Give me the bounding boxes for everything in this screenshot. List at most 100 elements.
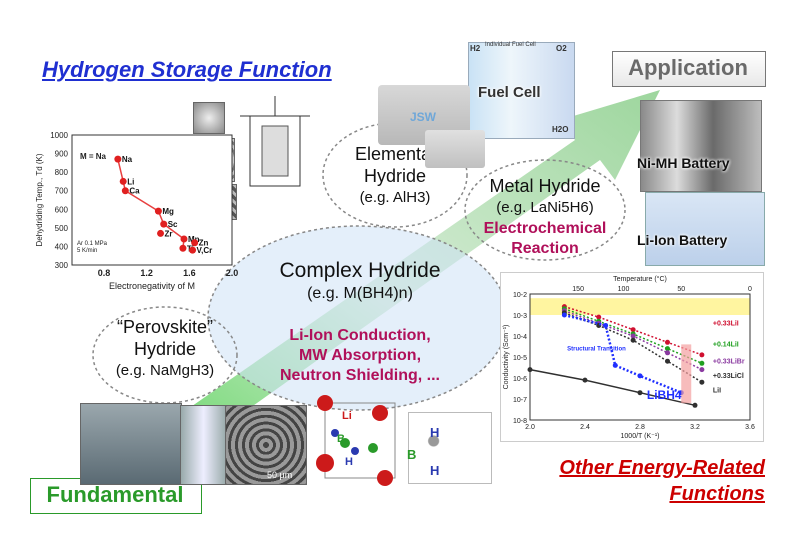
point-label: Li <box>127 177 134 186</box>
unit-cell <box>324 402 396 479</box>
scale-bar-label: 50 μm <box>267 470 293 480</box>
perovskite-eg: (e.g. NaMgH3) <box>115 362 215 379</box>
elemental-ellipse <box>322 122 468 228</box>
y-tick-label: 300 <box>55 261 69 270</box>
series-point <box>637 373 643 379</box>
perovskite-ellipse <box>92 306 238 404</box>
x-tick-label: 1.2 <box>140 268 153 278</box>
y-tick-label: 10-3 <box>513 313 527 320</box>
annotation-transition: Structural Transition <box>567 347 626 353</box>
y-tick-label: 600 <box>55 205 69 214</box>
series-point <box>630 337 636 343</box>
series-point <box>561 312 567 318</box>
point-label: Ca <box>129 187 140 196</box>
h2o-label: H2O <box>552 125 569 134</box>
complex-note-2: MW Absorption, <box>298 347 422 364</box>
legend-entry: LiI <box>713 388 721 395</box>
x-axis-label: 1000/T (K⁻¹) <box>621 433 660 440</box>
series-point <box>603 323 609 328</box>
data-point-v-cr <box>189 246 197 254</box>
series-point <box>612 362 618 368</box>
y-tick-label: 400 <box>55 242 69 251</box>
li-atom-1 <box>317 395 333 411</box>
data-point-zr <box>157 229 165 237</box>
apparatus-schematic <box>240 96 310 187</box>
series-point <box>665 358 670 364</box>
y-tick-label: 10-7 <box>513 397 527 404</box>
data-point-li <box>119 177 127 185</box>
other-energy-line2: Functions <box>669 483 765 505</box>
point-label: Sc <box>168 220 178 229</box>
point-label: Mg <box>162 207 174 216</box>
apparatus-core <box>261 125 289 177</box>
metal-line1: Metal Hydride <box>489 176 601 196</box>
ar-annotation: Ar 0.1 MPa <box>77 241 108 247</box>
x-tick-label: 1.6 <box>183 268 196 278</box>
b-atom-2 <box>368 443 378 453</box>
y-tick-label: 10-8 <box>513 418 527 425</box>
series-point <box>692 402 698 408</box>
data-point-zn <box>191 239 199 247</box>
application-box <box>612 51 766 87</box>
point-label: Zr <box>165 229 173 238</box>
elemental-eg: (e.g. AlH3) <box>359 189 431 206</box>
series-point <box>699 367 705 373</box>
other-energy-title: Other Energy-Related Functions <box>500 455 765 507</box>
series-point <box>637 390 643 396</box>
jsw-label: JSW <box>410 110 437 124</box>
x-tick-label: 2.0 <box>525 424 535 431</box>
crystal-li-label: Li <box>342 410 352 422</box>
fundamental-title: Fundamental <box>46 482 184 507</box>
point-label: Zn <box>199 239 209 248</box>
x-tick-label: 3.6 <box>745 424 755 431</box>
density-map <box>408 412 492 484</box>
perovskite-line1: “Perovskite” <box>116 317 214 337</box>
fuel-cell-image <box>468 42 575 139</box>
perovskite-hydride-label: “Perovskite” Hydride (e.g. NaMgH3) <box>100 316 230 382</box>
rate-annotation: 5 K/min <box>77 248 97 254</box>
metal-eg: (e.g. LaNi5H6) <box>496 199 594 216</box>
m-na-annotation: M = Na <box>80 152 107 161</box>
metal-ellipse <box>464 159 626 261</box>
annotation-libh4: LiBH4 <box>647 388 682 402</box>
data-point-mg <box>154 207 162 215</box>
series-line <box>564 313 682 394</box>
y-tick-label: 10-5 <box>513 355 527 362</box>
y-tick-label: 900 <box>55 150 69 159</box>
complex-eg: (e.g. M(BH4)n) <box>307 285 413 302</box>
elemental-line2: Hydride <box>363 166 427 186</box>
x-tick-label: 3.2 <box>690 424 700 431</box>
series-point <box>582 377 588 383</box>
y-tick-label: 500 <box>55 224 69 233</box>
liion-battery-label: Li-Ion Battery <box>637 232 728 248</box>
y-tick-label: 10-2 <box>513 292 527 299</box>
nimh-battery-image <box>640 100 762 192</box>
h2-label: H2 <box>470 44 481 53</box>
metal-hydride-label: Metal Hydride (e.g. LaNi5H6) Electrochem… <box>470 175 620 259</box>
y-tick-label: 10-4 <box>513 334 527 341</box>
glove-box-photo <box>180 405 227 485</box>
point-label: Na <box>122 155 133 164</box>
series-line <box>529 368 696 407</box>
b-atom <box>340 438 350 448</box>
y-axis-label: Dehydriding Temp., Td (K) <box>35 153 44 246</box>
top-tick-label: 50 <box>677 286 685 293</box>
y-tick-label: 1000 <box>50 131 68 140</box>
data-point-mn <box>180 235 188 243</box>
top-tick-label: 100 <box>618 286 630 293</box>
fuel-cell-label: Fuel Cell <box>478 84 541 101</box>
complex-note-1: Li-Ion Conduction, <box>289 327 431 344</box>
complex-hydride-label: Complex Hydride (e.g. M(BH4)n) <box>240 258 480 304</box>
elemental-line1: Elemental <box>354 144 436 164</box>
li-atom-4 <box>377 470 393 486</box>
complex-notes: Li-Ion Conduction, MW Absorption, Neutro… <box>240 326 480 386</box>
highlight-band <box>530 298 750 315</box>
series-point <box>527 367 533 373</box>
data-point-sc <box>160 220 168 228</box>
top-tick-label: 0 <box>748 286 752 293</box>
data-point-na <box>114 155 122 163</box>
crystal-h-label: H <box>345 456 353 468</box>
series-point <box>665 339 670 345</box>
